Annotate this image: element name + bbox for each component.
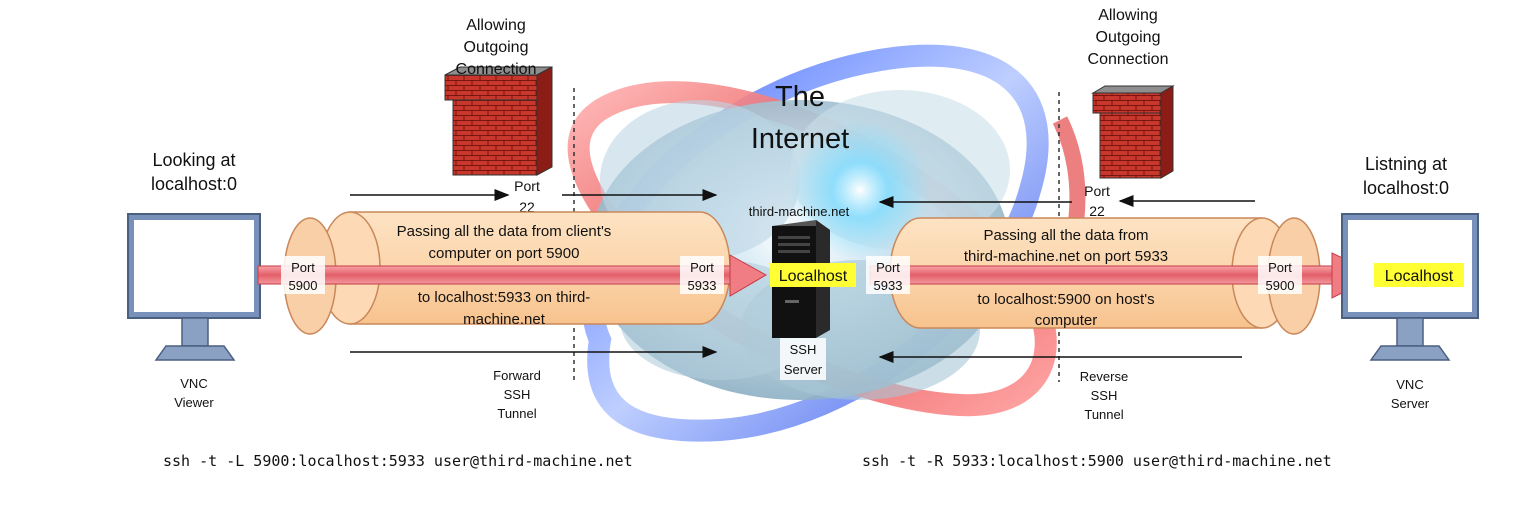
reverse-tunnel-line3: Tunnel xyxy=(1084,407,1123,422)
internet-title-line2: Internet xyxy=(751,123,849,155)
right-port22-line2: 22 xyxy=(1089,203,1105,219)
forward-tunnel-line2: SSH xyxy=(504,387,531,402)
server-localhost-highlight xyxy=(770,263,856,287)
left-tunnel-top-line2: computer on port 5900 xyxy=(429,245,580,262)
left-port22-line1: Port xyxy=(514,178,540,194)
left-server-port-line1: Port xyxy=(690,260,714,275)
right-port22-line1: Port xyxy=(1084,183,1110,199)
right-firewall-line3: Connection xyxy=(1088,51,1169,68)
right-firewall-icon xyxy=(1091,85,1175,179)
ssh-server-line2: Server xyxy=(784,362,823,377)
left-firewall-icon xyxy=(444,66,553,176)
left-server-port-line2: 5933 xyxy=(688,278,717,293)
right-tunnel-bottom-line1: to localhost:5900 on host's xyxy=(977,291,1154,308)
right-listening-line2: localhost:0 xyxy=(1363,178,1449,198)
right-server-port-line2: 5933 xyxy=(874,278,903,293)
left-looking-line1: Looking at xyxy=(152,150,235,170)
right-listening-line1: Listning at xyxy=(1365,154,1447,174)
left-client-port-line2: 5900 xyxy=(289,278,318,293)
vnc-viewer-monitor-icon xyxy=(127,213,261,361)
left-tunnel-bottom-line2: machine.net xyxy=(463,311,546,328)
vnc-server-localhost-highlight xyxy=(1374,263,1464,287)
right-tunnel-top-line2: third-machine.net on port 5933 xyxy=(964,248,1168,265)
right-device-line2: Server xyxy=(1391,396,1430,411)
server-hostname: third-machine.net xyxy=(749,204,850,219)
left-firewall-line1: Allowing xyxy=(466,17,526,34)
reverse-ssh-command: ssh -t -R 5933:localhost:5900 user@third… xyxy=(862,452,1332,470)
forward-tunnel-cylinder xyxy=(257,211,768,335)
forward-tunnel-line3: Tunnel xyxy=(497,406,536,421)
right-host-port-line1: Port xyxy=(1268,260,1292,275)
right-tunnel-top-line1: Passing all the data from xyxy=(983,227,1148,244)
left-tunnel-bottom-line1: to localhost:5933 on third- xyxy=(418,289,591,306)
right-firewall-line1: Allowing xyxy=(1098,7,1158,24)
left-tunnel-top-line1: Passing all the data from client's xyxy=(397,223,612,240)
internet-glow xyxy=(790,120,930,260)
reverse-tunnel-line2: SSH xyxy=(1091,388,1118,403)
forward-pipe-arrowhead xyxy=(729,254,768,297)
forward-data-pipe xyxy=(257,265,731,285)
vnc-server-screen-label: Localhost xyxy=(1385,268,1454,285)
internet-title-line1: The xyxy=(775,81,825,113)
left-firewall-line2: Outgoing xyxy=(464,39,529,56)
forward-ssh-command: ssh -t -L 5900:localhost:5933 user@third… xyxy=(163,452,633,470)
left-firewall-line3: Connection xyxy=(456,61,537,78)
reverse-tunnel-line1: Reverse xyxy=(1080,369,1128,384)
right-device-line1: VNC xyxy=(1396,377,1423,392)
left-device-line2: Viewer xyxy=(174,395,214,410)
server-localhost-label: Localhost xyxy=(779,268,848,285)
left-device-line1: VNC xyxy=(180,376,207,391)
forward-tunnel-line1: Forward xyxy=(493,368,541,383)
right-host-port-line2: 5900 xyxy=(1266,278,1295,293)
left-client-port-line1: Port xyxy=(291,260,315,275)
left-port22-line2: 22 xyxy=(519,199,535,215)
ssh-server-line1: SSH xyxy=(790,342,817,357)
right-firewall-line2: Outgoing xyxy=(1096,29,1161,46)
right-tunnel-bottom-line2: computer xyxy=(1035,312,1098,329)
right-server-port-line1: Port xyxy=(876,260,900,275)
left-looking-line2: localhost:0 xyxy=(151,174,237,194)
